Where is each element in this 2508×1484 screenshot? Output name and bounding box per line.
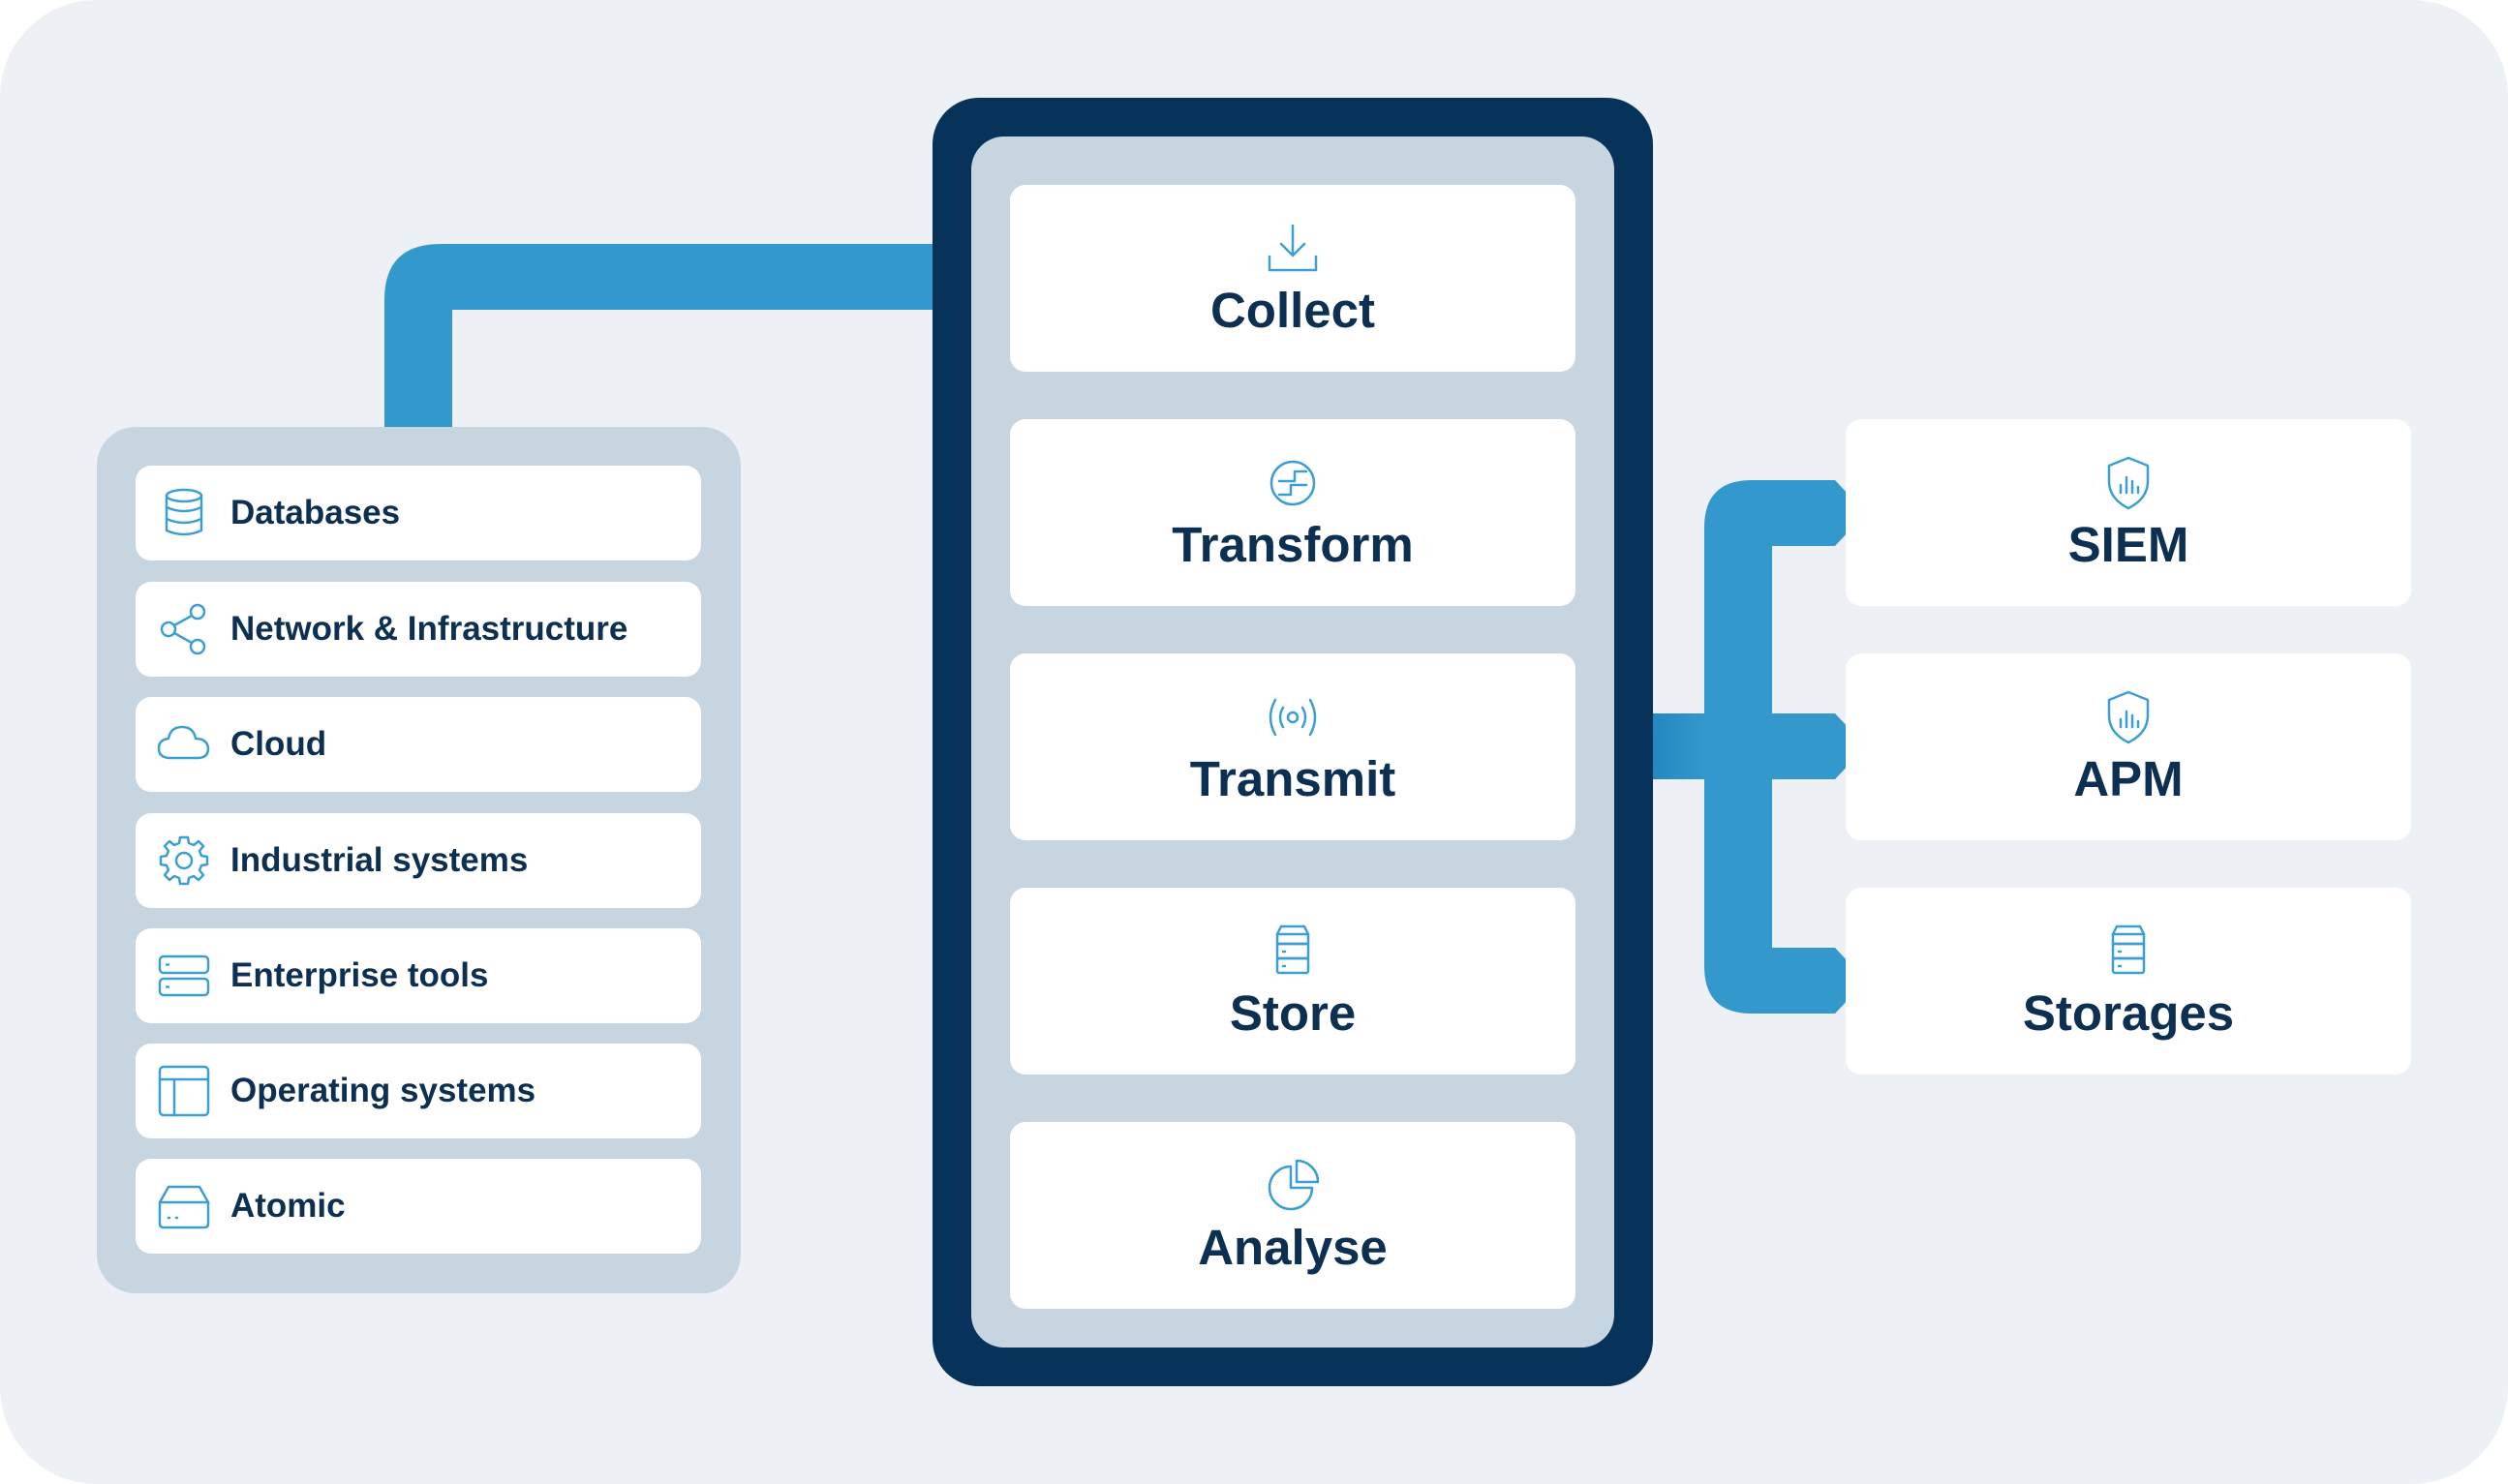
stage-analyse[interactable]: Analyse [1010, 1122, 1575, 1309]
stage-store[interactable]: Store [1010, 888, 1575, 1075]
source-operating-systems[interactable]: Operating systems [136, 1044, 701, 1138]
cloud-icon [157, 725, 210, 760]
stage-label: Transmit [1189, 751, 1396, 807]
stage-transmit[interactable]: Transmit [1010, 653, 1575, 840]
source-label: Enterprise tools [230, 956, 489, 994]
shield-chart-icon [2107, 457, 2150, 510]
server-icon [158, 954, 210, 997]
source-label: Databases [230, 494, 401, 531]
source-to-collect-connector [384, 244, 1028, 427]
pie-chart-icon [1268, 1160, 1320, 1211]
stage-label: Transform [1172, 517, 1414, 573]
source-label: Industrial systems [230, 841, 529, 879]
hard-drive-icon [158, 1185, 210, 1229]
source-industrial-systems[interactable]: Industrial systems [136, 813, 701, 908]
destination-branch-connector [1704, 480, 1866, 1014]
destination-label: SIEM [2067, 517, 2189, 573]
stage-collect[interactable]: Collect [1010, 185, 1575, 372]
destination-apm[interactable]: APM [1846, 653, 2411, 840]
source-enterprise-tools[interactable]: Enterprise tools [136, 928, 701, 1023]
storage-stack-icon [2111, 925, 2146, 975]
download-icon [1268, 225, 1318, 272]
stage-label: Store [1229, 985, 1357, 1042]
source-network-infrastructure[interactable]: Network & Infrastructure [136, 582, 701, 677]
source-cloud[interactable]: Cloud [136, 697, 701, 792]
source-label: Operating systems [230, 1072, 536, 1109]
destination-label: Storages [2022, 985, 2235, 1042]
source-databases[interactable]: Databases [136, 466, 701, 560]
stage-label: Analyse [1198, 1220, 1388, 1276]
layout-window-icon [158, 1065, 210, 1117]
source-label: Network & Infrastructure [230, 610, 628, 648]
broadcast-icon [1269, 699, 1317, 737]
destination-siem[interactable]: SIEM [1846, 419, 2411, 606]
stage-transform[interactable]: Transform [1010, 419, 1575, 606]
source-label: Cloud [230, 725, 327, 763]
storage-stack-icon [1275, 925, 1310, 975]
destination-storages[interactable]: Storages [1846, 888, 2411, 1075]
source-atomic[interactable]: Atomic [136, 1159, 701, 1254]
transform-arrows-icon [1269, 461, 1316, 506]
share-network-icon [160, 603, 206, 655]
database-icon [165, 488, 203, 536]
stage-label: Collect [1209, 283, 1376, 339]
shield-chart-icon [2107, 691, 2150, 744]
source-label: Atomic [230, 1187, 346, 1225]
gear-icon [159, 835, 209, 886]
destination-label: APM [2073, 751, 2184, 807]
